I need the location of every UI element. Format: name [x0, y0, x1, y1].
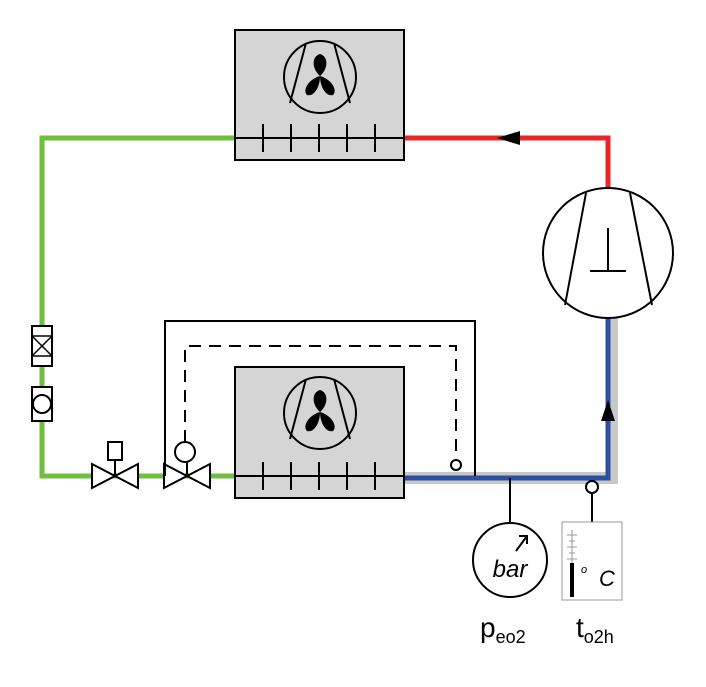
- compressor-icon: [564, 192, 653, 306]
- sight-glass-icon: [31, 386, 53, 422]
- suction-line: [405, 318, 618, 484]
- fan-icon: [283, 40, 357, 114]
- gauge-needle-icon: [515, 535, 528, 552]
- fan-icon: [283, 376, 357, 450]
- discharge-line: [405, 131, 611, 188]
- liquid-line: [39, 135, 235, 479]
- thermometer-unit: C: [599, 566, 615, 591]
- pressure-label: peo2: [480, 612, 526, 647]
- sensing-line: [184, 345, 462, 471]
- thermometer: o C: [561, 480, 623, 601]
- evaporator-enclosure: [164, 320, 476, 476]
- solenoid-valve-icon: [91, 441, 139, 490]
- thermostatic-expansion-valve-icon: [163, 441, 211, 490]
- flow-arrow-suction: [601, 400, 615, 421]
- flow-arrow-discharge: [497, 131, 520, 145]
- evaporator-unit: [234, 366, 405, 499]
- thermometer-degree: o: [581, 564, 587, 576]
- compressor: [542, 187, 674, 319]
- condenser-unit: [234, 29, 405, 161]
- temperature-label: to2h: [576, 612, 614, 647]
- pressure-gauge: bar: [472, 478, 548, 598]
- pressure-unit: bar: [493, 556, 529, 583]
- sensing-bulb: [450, 459, 462, 471]
- heat-exchanger-coil: [235, 462, 404, 490]
- filter-drier-icon: [31, 325, 53, 367]
- heat-exchanger-coil: [235, 124, 404, 152]
